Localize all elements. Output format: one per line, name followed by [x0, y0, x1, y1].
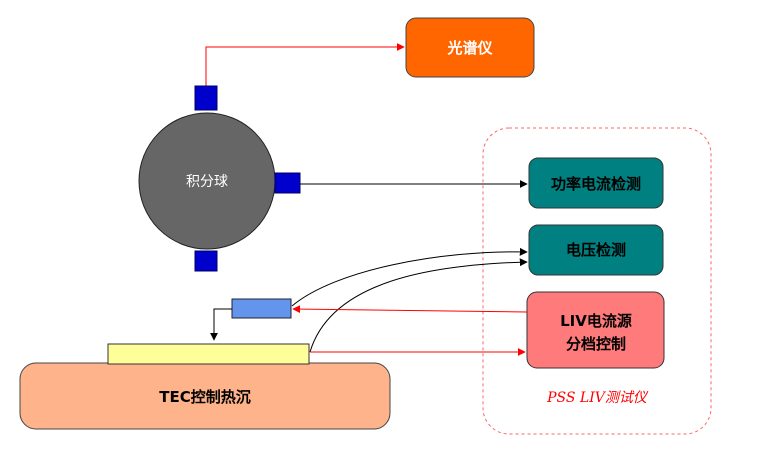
liv-to-sample-arrow — [292, 305, 528, 314]
voltage-detect-label: 电压检测 — [566, 241, 626, 259]
sphere-to-spectrometer-arrow — [205, 43, 405, 86]
pss-liv-group-border — [482, 127, 712, 435]
pss-liv-group-label: PSS LIV测试仪 — [546, 390, 649, 406]
voltage-probe-curve-lower — [309, 258, 528, 353]
voltage-detect-box — [528, 224, 664, 276]
liv-current-source-box — [526, 291, 665, 369]
laser-chip-platform — [107, 343, 310, 365]
sphere-port-bottom — [194, 250, 218, 272]
power-current-detect-box — [528, 157, 664, 209]
tec-heatsink-label: TEC控制热沉 — [159, 388, 251, 406]
power-current-detect-label: 功率电流检测 — [551, 175, 641, 193]
voltage-probe-curve-upper — [291, 247, 528, 307]
sphere-port-top — [194, 85, 218, 111]
sphere-port-right — [274, 172, 301, 194]
sample-to-chip-arrow — [210, 308, 232, 341]
sample-block — [231, 298, 292, 319]
spectrometer-box — [405, 17, 535, 78]
integrating-sphere-label: 积分球 — [186, 174, 228, 190]
liv-current-source-label-line1: LIV电流源 — [560, 312, 632, 330]
liv-current-source-label-line2: 分档控制 — [566, 335, 626, 353]
spectrometer-label: 光谱仪 — [446, 39, 493, 57]
